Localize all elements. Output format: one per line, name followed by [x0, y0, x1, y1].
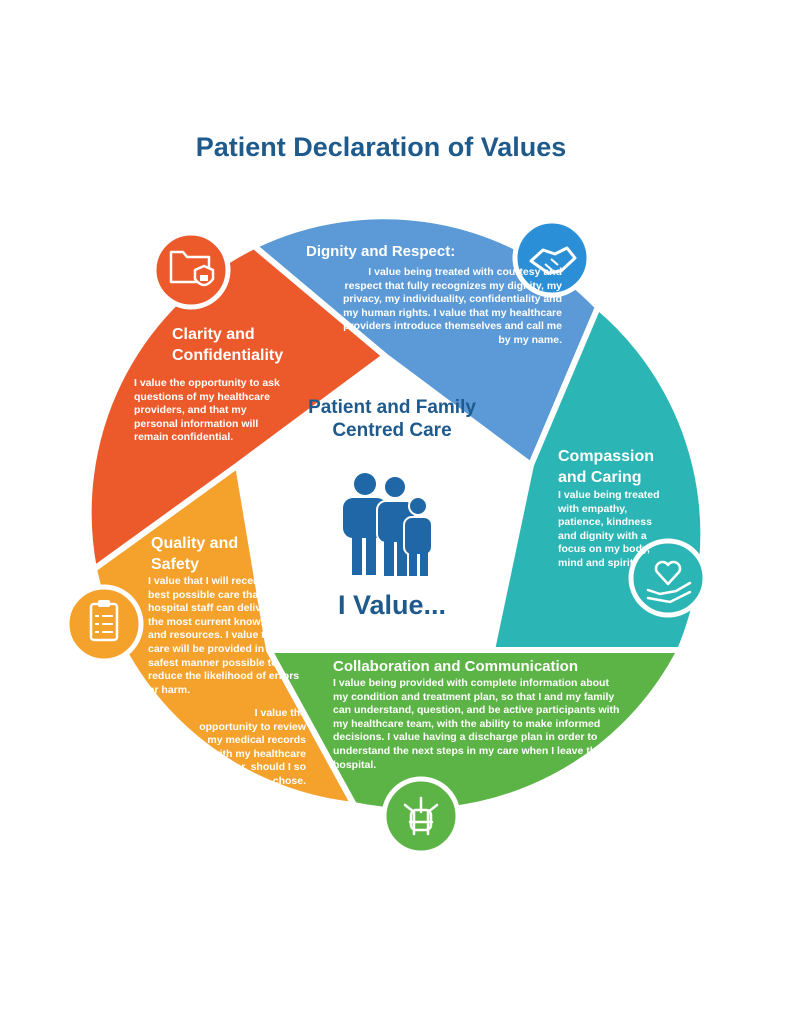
clarity-text: I value the opportunity to ask questions…	[134, 377, 280, 444]
quality-text: I value that I will receive the best pos…	[148, 575, 305, 696]
joined-hands-icon	[381, 776, 461, 856]
page-title: Patient Declaration of Values	[195, 132, 567, 162]
segment-dignity	[251, 213, 601, 468]
center-closing: I Value...	[337, 590, 447, 620]
handshake-icon	[512, 218, 592, 298]
segment-clarity	[85, 243, 388, 572]
dignity-heading: Dignity and Respect:	[306, 243, 456, 260]
quality-heading: Quality and Safety	[151, 535, 239, 573]
collaboration-text: I value being provided with complete inf…	[333, 677, 620, 771]
center-heading: Patient and Family Centred Care	[308, 397, 476, 441]
heart-in-hand-icon	[628, 538, 708, 618]
segment-collaboration	[266, 647, 683, 815]
quality-text-2: I value the opportunity to review my med…	[199, 707, 306, 787]
compassion-text: I value being treated with empathy, pati…	[558, 489, 660, 569]
collaboration-heading: Collaboration and Communication	[333, 658, 579, 675]
family-icon	[343, 473, 433, 576]
locked-folder-icon	[151, 230, 231, 310]
clipboard-checklist-icon	[64, 584, 144, 664]
clarity-heading: Clarity and Confidentiality	[172, 326, 284, 364]
dignity-text: I value being treated with courtesy and …	[343, 266, 562, 346]
compassion-heading: Compassion and Caring	[558, 448, 655, 486]
